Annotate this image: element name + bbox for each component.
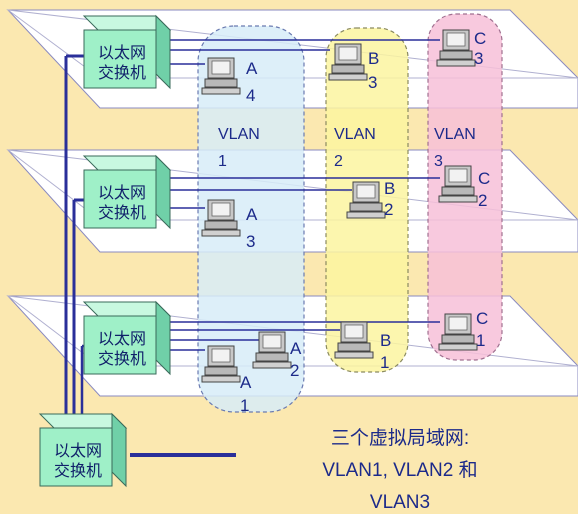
- computer-a3-icon: [201, 199, 241, 237]
- switch-label-bottom: 以太网 交换机: [97, 331, 146, 368]
- computer-b3-icon: [328, 43, 368, 81]
- computer-b1-icon: [334, 321, 374, 359]
- caption-line-3: VLAN3: [369, 492, 431, 513]
- switch-label-middle: 以太网 交换机: [97, 185, 146, 222]
- computer-a1-icon: [201, 345, 241, 383]
- computer-c3-icon: [436, 29, 476, 67]
- computer-b2-icon: [346, 181, 386, 219]
- vlan1-region: [197, 25, 305, 413]
- switch-label-top: 以太网 交换机: [97, 45, 146, 82]
- caption-line-2: VLAN1, VLAN2 和: [322, 460, 478, 481]
- computer-c1-icon: [438, 313, 478, 351]
- switch-label-base: 以太网 交换机: [53, 443, 102, 480]
- caption-line-1: 三个虚拟局域网:: [330, 428, 470, 449]
- computer-c2-icon: [438, 165, 478, 203]
- computer-a4-icon: [201, 57, 241, 95]
- cables: [64, 39, 440, 457]
- computer-a2-icon: [252, 331, 292, 369]
